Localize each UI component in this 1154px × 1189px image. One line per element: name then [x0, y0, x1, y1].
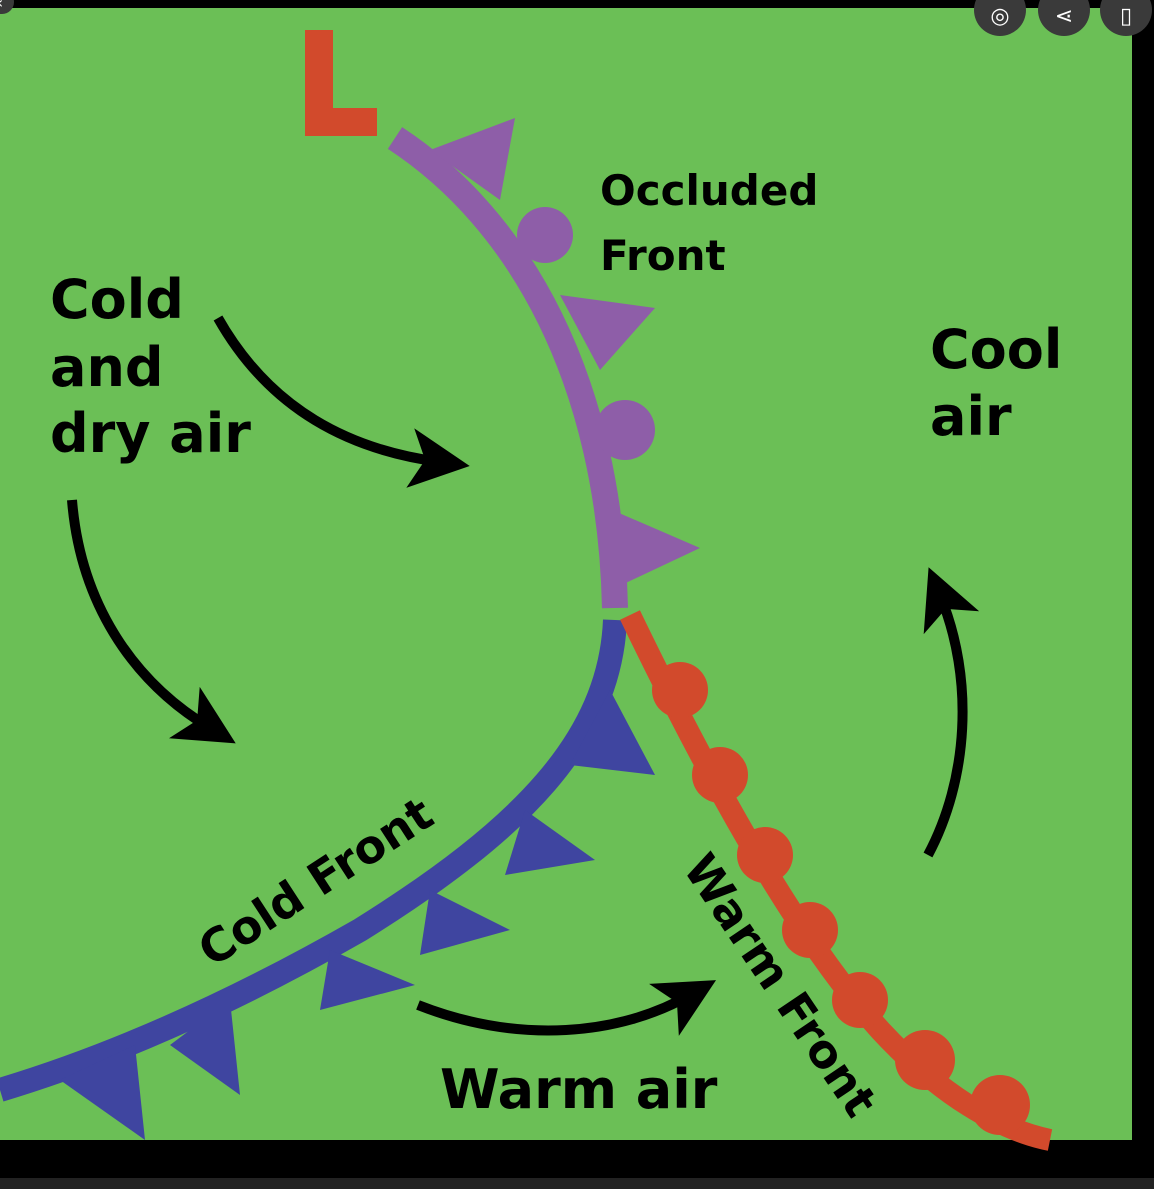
warm-front-semicircle — [970, 1075, 1030, 1135]
warm-front-semicircle — [782, 902, 838, 958]
occluded-front-label: Occluded Front — [600, 166, 833, 280]
warm-front — [620, 610, 1053, 1151]
warm-air-label: Warm air — [440, 1058, 718, 1121]
cold-dry-air-label-line2: and — [50, 336, 164, 399]
cold-dry-air-label: Cold and dry air — [50, 268, 251, 465]
cold-front-line — [0, 619, 627, 1102]
cool-air-label-line1: Cool — [930, 318, 1062, 381]
warm-front-semicircle — [692, 747, 748, 803]
occluded-front-triangle — [430, 118, 515, 200]
bookmark-icon[interactable]: ▯ — [1100, 0, 1152, 36]
low-pressure-marker-shape — [305, 30, 377, 136]
occluded-front-label-line2: Front — [600, 231, 726, 280]
bottom-bar — [0, 1178, 1154, 1189]
arrow-cold-air-inflow — [213, 315, 470, 488]
cold-front-triangle — [320, 950, 415, 1010]
warm-front-semicircle — [652, 662, 708, 718]
occluded-front-semicircle — [595, 400, 655, 460]
arrow-cool-air-north — [923, 567, 980, 858]
diagram-background — [0, 8, 1132, 1140]
cold-dry-air-label-line1: Cold — [50, 268, 184, 331]
cold-front-triangle — [570, 690, 655, 775]
arrow-cold-air-south — [67, 499, 236, 744]
cold-front-triangle — [170, 1000, 240, 1095]
cold-dry-air-label-line3: dry air — [50, 402, 251, 465]
cold-front-triangle — [505, 810, 595, 875]
occluded-front-line — [387, 127, 628, 609]
warm-front-semicircle — [832, 972, 888, 1028]
occluded-front-semicircle — [517, 207, 573, 263]
cold-front-triangle — [60, 1045, 145, 1140]
occluded-front-label-line1: Occluded — [600, 166, 818, 215]
cool-air-label: Cool air — [930, 318, 1081, 448]
arrow-warm-air-east — [416, 980, 717, 1036]
warm-front-semicircle — [737, 827, 793, 883]
cold-front-triangle — [420, 890, 510, 955]
cool-air-label-line2: air — [930, 385, 1012, 448]
occluded-front-triangle — [612, 510, 700, 588]
occluded-front — [387, 118, 700, 609]
warm-front-semicircle — [895, 1030, 955, 1090]
occluded-front-triangle — [560, 295, 655, 370]
cold-front — [0, 619, 655, 1140]
